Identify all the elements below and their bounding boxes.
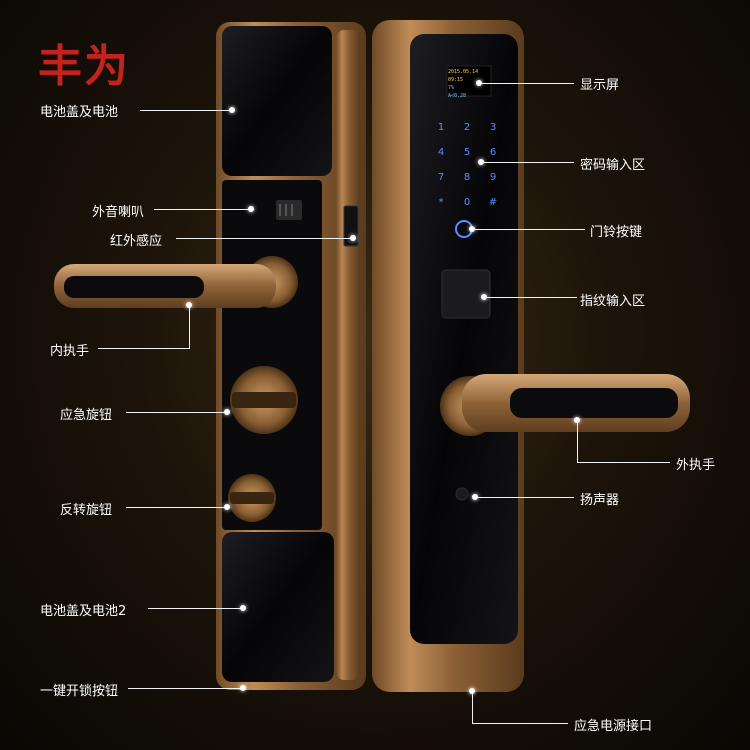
leader-one-key-unlock	[128, 688, 242, 689]
lock-screen: 2015.05.14 09:15 7% A<0.28	[448, 68, 490, 99]
label-display: 显示屏	[580, 78, 620, 93]
label-reverse-knob: 反转旋钮	[60, 503, 113, 518]
leader-ir-sensor	[176, 238, 352, 239]
leader-outer-handle-h	[577, 462, 670, 463]
leader-display	[482, 83, 574, 84]
screen-line-3: A<0.28	[448, 93, 467, 99]
dot-reverse-knob	[224, 504, 230, 510]
leader-inner-handle-h	[98, 348, 189, 349]
dot-battery-cover	[229, 107, 235, 113]
outer-handle-shape	[440, 374, 690, 436]
dot-speaker-out	[248, 206, 254, 212]
dot-emergency-knob	[224, 409, 230, 415]
label-outer-handle: 外执手	[676, 458, 716, 473]
dot-battery-cover-2	[240, 605, 246, 611]
screen-line-2: 7%	[448, 85, 455, 91]
dot-inner-handle	[186, 302, 192, 308]
key-hash[interactable]: #	[488, 197, 498, 208]
outer-lock-body	[372, 20, 524, 692]
label-speaker-out: 外音喇叭	[92, 205, 145, 220]
leader-battery-cover	[140, 110, 232, 111]
key-1[interactable]: 1	[437, 122, 445, 133]
leader-inner-handle-v	[189, 305, 190, 349]
key-3[interactable]: 3	[489, 122, 497, 133]
label-speaker: 扬声器	[580, 493, 620, 508]
dot-doorbell	[469, 226, 475, 232]
leader-outer-handle-v	[577, 423, 578, 463]
label-one-key-unlock: 一键开锁按钮	[40, 684, 119, 699]
inner-handle-shape	[54, 256, 298, 308]
key-4[interactable]: 4	[437, 147, 445, 158]
leader-emergency-power-v	[472, 694, 473, 724]
keypad-grid: 1 2 3 4 5 6 7 8 9 * 0 #	[428, 122, 508, 208]
dot-display	[476, 80, 482, 86]
leader-battery-cover-2	[148, 608, 242, 609]
leader-emergency-knob	[126, 412, 226, 413]
key-5[interactable]: 5	[463, 147, 471, 158]
label-emergency-power: 应急电源接口	[574, 719, 653, 734]
label-battery-cover-2: 电池盖及电池2	[40, 604, 127, 619]
dot-keypad	[478, 159, 484, 165]
key-6[interactable]: 6	[489, 147, 497, 158]
leader-fingerprint	[487, 297, 577, 298]
brand-logo-text: 丰为	[38, 41, 130, 92]
label-keypad: 密码输入区	[580, 158, 646, 173]
leader-speaker	[478, 497, 574, 498]
label-battery-cover: 电池盖及电池	[40, 105, 119, 120]
label-inner-handle: 内执手	[50, 344, 90, 359]
key-8[interactable]: 8	[463, 172, 471, 183]
dot-outer-handle	[574, 417, 580, 423]
key-2[interactable]: 2	[463, 122, 471, 133]
screen-line-1: 2015.05.14 09:15	[448, 69, 479, 83]
leader-reverse-knob	[126, 507, 226, 508]
key-0[interactable]: 0	[463, 197, 471, 208]
dot-emergency-power	[469, 688, 475, 694]
label-ir-sensor: 红外感应	[110, 234, 163, 249]
key-9[interactable]: 9	[489, 172, 497, 183]
label-emergency-knob: 应急旋钮	[60, 408, 113, 423]
key-7[interactable]: 7	[437, 172, 445, 183]
inner-lock-body	[216, 22, 366, 690]
label-fingerprint: 指纹输入区	[580, 294, 646, 309]
dot-one-key-unlock	[240, 685, 246, 691]
leader-emergency-power-h	[472, 723, 568, 724]
leader-speaker-out	[154, 209, 250, 210]
key-star[interactable]: *	[438, 197, 444, 208]
leader-doorbell	[475, 229, 585, 230]
leader-keypad	[484, 162, 574, 163]
dot-ir-sensor	[350, 235, 356, 241]
label-doorbell: 门铃按键	[590, 225, 643, 240]
dot-speaker	[472, 494, 478, 500]
dot-fingerprint	[481, 294, 487, 300]
